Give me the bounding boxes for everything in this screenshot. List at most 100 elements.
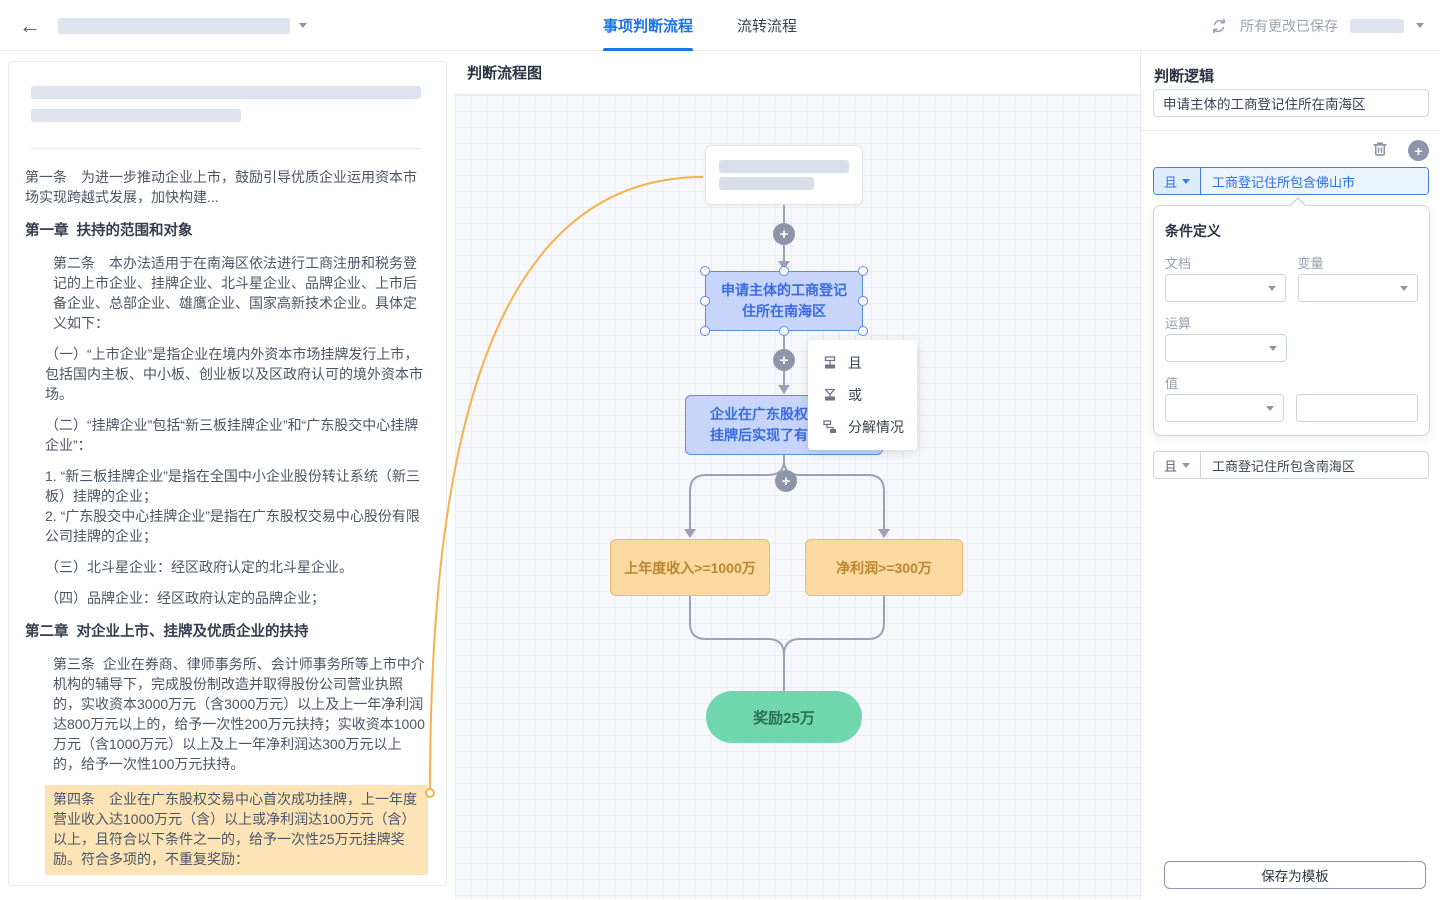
selection-handle[interactable]	[700, 266, 710, 276]
chevron-down-icon	[1267, 285, 1276, 291]
topbar: ← 事项判断流程 流转流程 所有更改已保存	[0, 0, 1440, 51]
condition-definition-popover: 条件定义 文档 变量 运算 值	[1153, 197, 1430, 436]
condition-row-foshan: 且 工商登记住所包含佛山市	[1153, 167, 1429, 195]
operator-select[interactable]	[1165, 334, 1287, 362]
doc-paragraph: 第一条 为进一步推动企业上市，鼓励引导优质企业运用资本市场实现跨越式发展，加快构…	[25, 169, 417, 205]
condition-text-input[interactable]: 工商登记住所包含南海区	[1212, 458, 1356, 474]
doc-heading: 第一章 扶持的范围和对象	[25, 223, 193, 239]
canvas-grid[interactable]: + 申请主体的工商登记 住所在南海区 + 企业在广东股权交 挂牌后实现了有 + …	[455, 95, 1140, 899]
value-type-select[interactable]	[1165, 394, 1284, 422]
flow-node-profit-condition[interactable]: 净利润>=300万	[805, 539, 963, 596]
flow-node-placeholder[interactable]	[705, 145, 863, 205]
operator-label: 且	[1163, 458, 1177, 474]
chevron-down-icon	[1266, 405, 1274, 411]
menu-item-split[interactable]: 分解情况	[808, 411, 917, 443]
chevron-down-icon[interactable]	[1416, 23, 1424, 28]
doc-paragraph: （二）“挂牌企业”包括“新三板挂牌企业”和“广东股交中心挂牌企业”：	[45, 417, 419, 453]
flow-node-condition-registered-nanhai[interactable]: 申请主体的工商登记 住所在南海区	[705, 271, 863, 331]
node-label: 上年度收入>=1000万	[624, 559, 756, 576]
selection-handle[interactable]	[700, 296, 710, 306]
condition-operator-dropdown[interactable]: 且	[1154, 168, 1201, 194]
node-label: 企业在广东股权交	[710, 406, 822, 422]
chevron-down-icon[interactable]	[299, 23, 307, 28]
add-node-button[interactable]: +	[773, 223, 795, 245]
flowchart-canvas: 判断流程图	[455, 51, 1140, 899]
tab-transfer-flow[interactable]: 流转流程	[737, 18, 798, 35]
doc-subtitle-placeholder	[31, 109, 241, 122]
doc-paragraph: （四）品牌企业：经区政府认定的品牌企业；	[45, 590, 325, 606]
tab-judgment-flow[interactable]: 事项判断流程	[603, 0, 694, 51]
logic-name-input[interactable]	[1153, 89, 1429, 117]
value-input[interactable]	[1296, 394, 1418, 422]
operator-field-label: 运算	[1165, 316, 1192, 331]
selection-handle[interactable]	[858, 266, 868, 276]
document-card: 第一条 为进一步推动企业上市，鼓励引导优质企业运用资本市场实现跨越式发展，加快构…	[8, 61, 447, 886]
value-field-label: 值	[1165, 376, 1179, 391]
node-label: 住所在南海区	[742, 303, 826, 319]
condition-row-nanhai: 且 工商登记住所包含南海区	[1153, 451, 1429, 479]
back-arrow-icon[interactable]: ←	[19, 13, 41, 38]
node-label: 申请主体的工商登记	[721, 282, 847, 298]
doc-select[interactable]	[1165, 274, 1286, 302]
popover-title: 条件定义	[1165, 223, 1221, 239]
menu-item-label: 或	[848, 387, 862, 403]
trash-icon	[1371, 140, 1389, 163]
condition-operator-dropdown[interactable]: 且	[1154, 452, 1201, 478]
selection-handle[interactable]	[858, 326, 868, 336]
variable-select[interactable]	[1297, 274, 1418, 302]
doc-content: 第一条 为进一步推动企业上市，鼓励引导优质企业运用资本市场实现跨越式发展，加快构…	[25, 167, 428, 875]
add-condition-button[interactable]: +	[1408, 140, 1429, 161]
decompose-icon	[822, 419, 838, 435]
menu-item-label: 分解情况	[848, 419, 904, 435]
menu-item-and[interactable]: 且	[808, 347, 917, 379]
divider	[1141, 130, 1440, 131]
chevron-down-icon	[1182, 178, 1190, 184]
flow-node-reward-result[interactable]: 奖励25万	[706, 691, 862, 743]
node-text-placeholder	[719, 177, 814, 190]
menu-item-label: 且	[848, 355, 862, 371]
add-node-button[interactable]: +	[773, 349, 795, 371]
selection-handle[interactable]	[779, 266, 789, 276]
save-as-template-button[interactable]: 保存为模板	[1164, 861, 1426, 889]
doc-paragraph: （一）“上市企业”是指企业在境内外资本市场挂牌发行上市，包括国内主板、中小板、创…	[45, 346, 423, 402]
doc-paragraph: 第二条 本办法适用于在南海区依法进行工商注册和税务登记的上市企业、挂牌企业、北斗…	[53, 255, 417, 331]
panel-title: 判断逻辑	[1154, 68, 1215, 85]
canvas-title: 判断流程图	[455, 51, 1140, 95]
user-menu-placeholder[interactable]	[1350, 18, 1404, 33]
save-status-text: 所有更改已保存	[1240, 17, 1338, 34]
menu-item-or[interactable]: 或	[808, 379, 917, 411]
selection-handle[interactable]	[779, 326, 789, 336]
tab-bar: 事项判断流程 流转流程	[603, 0, 797, 51]
node-label: 净利润>=300万	[836, 559, 932, 576]
doc-title-placeholder	[31, 86, 421, 99]
doc-paragraph: 1. “新三板挂牌企业”是指在全国中小企业股份转让系统（新三板）挂牌的企业； 2…	[45, 468, 420, 544]
delete-condition-button[interactable]	[1369, 140, 1391, 162]
title-placeholder[interactable]	[58, 18, 290, 34]
document-panel: 第一条 为进一步推动企业上市，鼓励引导优质企业运用资本市场实现跨越式发展，加快构…	[0, 51, 455, 899]
doc-paragraph: （三）北斗星企业：经区政府认定的北斗星企业。	[45, 559, 353, 575]
flow-node-revenue-condition[interactable]: 上年度收入>=1000万	[610, 539, 770, 596]
divider	[31, 148, 422, 149]
node-context-menu: 且或分解情况	[808, 340, 917, 450]
condition-text-input[interactable]: 工商登记住所包含佛山市	[1201, 168, 1428, 194]
operator-label: 且	[1163, 174, 1177, 190]
chevron-down-icon	[1269, 345, 1277, 351]
node-label: 挂牌后实现了有	[710, 427, 808, 443]
or-merge-icon	[822, 387, 838, 403]
chevron-down-icon	[1182, 462, 1190, 468]
add-node-button[interactable]: +	[775, 470, 797, 492]
logic-panel: 判断逻辑 + 且 工商登记住所包含佛山市 条件定义	[1140, 51, 1440, 899]
doc-paragraph-highlighted: 第四条 企业在广东股权交易中心首次成功挂牌，上一年度营业收入达1000万元（含）…	[45, 785, 428, 875]
doc-paragraph: 第三条 企业在券商、律师事务所、会计师事务所等上市中介机构的辅导下，完成股份制改…	[53, 656, 425, 772]
selection-handle[interactable]	[858, 296, 868, 306]
node-text-placeholder	[719, 160, 849, 173]
chevron-down-icon	[1400, 285, 1408, 291]
doc-heading: 第二章 对企业上市、挂牌及优质企业的扶持	[25, 624, 309, 640]
sync-icon	[1210, 17, 1228, 35]
and-merge-icon	[822, 355, 838, 371]
flow-connectors	[684, 205, 890, 691]
variable-field-label: 变量	[1297, 256, 1324, 271]
selection-handle[interactable]	[700, 326, 710, 336]
node-label: 奖励25万	[753, 709, 815, 727]
doc-field-label: 文档	[1165, 256, 1192, 271]
